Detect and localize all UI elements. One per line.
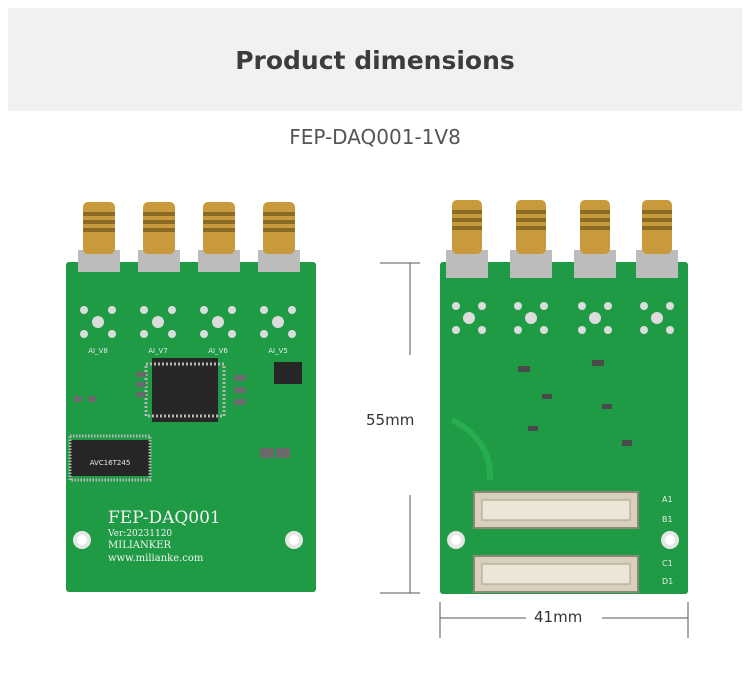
via-pads [452,302,674,334]
header-band: Product dimensions [8,8,742,111]
height-dimension-line [380,262,420,594]
connector-label: B1 [662,515,673,524]
level-shifter-chip [70,440,150,476]
height-dimension-label: 55mm [366,411,415,429]
sma-connector [198,202,240,272]
adc-chip-pins [144,362,226,418]
adc-chip [152,358,218,422]
back-board-photo: A1 B1 C1 D1 [432,190,694,600]
board-connector [473,491,639,529]
sma-connector [636,200,678,278]
channel-label: AI_V6 [208,347,228,355]
board-connector [473,555,639,593]
opamp-chip [274,362,302,384]
width-dimension-line [439,602,689,638]
connector-label: A1 [662,495,673,504]
channel-label: AI_V8 [88,347,108,355]
connector-label: C1 [662,559,673,568]
sma-connector [258,202,300,272]
board-name: FEP-DAQ001 [108,508,221,528]
front-pcb [66,262,316,592]
sma-connector [138,202,180,272]
channel-label: AI_V5 [268,347,288,355]
copper-trace [450,417,494,481]
sma-connector [78,202,120,272]
sma-connector [446,200,488,278]
board-brand: MILIANKER [108,540,172,551]
product-model: FEP-DAQ001-1V8 [289,125,461,149]
connector-label: D1 [662,577,673,586]
via-pads [80,306,296,338]
back-pcb [440,262,688,594]
board-version: Ver:20231120 [107,529,172,539]
front-board-photo: AI_V8 AI_V7 AI_V6 AI_V5 AVC16T245 FEP-DA… [60,190,320,600]
page-title: Product dimensions [235,46,515,75]
channel-label: AI_V7 [148,347,168,355]
sma-connector [574,200,616,278]
sma-connector [510,200,552,278]
passive-components [518,360,632,446]
back-board-graphic: A1 B1 C1 D1 [440,200,688,594]
chip-marking: AVC16T245 [90,459,131,467]
passive-components [74,372,290,458]
board-website: www.milianke.com [108,553,204,564]
front-board-graphic: AI_V8 AI_V7 AI_V6 AI_V5 AVC16T245 FEP-DA… [66,202,316,592]
width-dimension-label: 41mm [534,608,583,626]
